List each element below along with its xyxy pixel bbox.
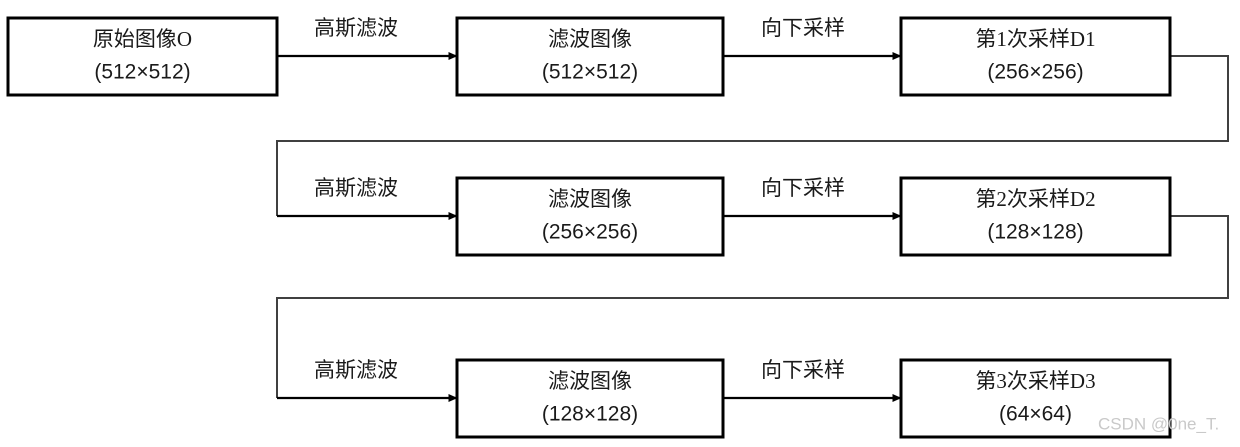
node-d3: 第3次采样D3 (64×64)	[899, 358, 1172, 439]
node-title-f2: 滤波图像	[548, 187, 632, 211]
node-group: 原始图像O (512×512) 滤波图像 (512×512) 第1次采样D1 (256×2…	[6, 16, 1172, 439]
node-title-o: 原始图像O	[93, 27, 192, 51]
node-o: 原始图像O (512×512)	[6, 16, 279, 97]
node-box-d1	[899, 16, 1172, 97]
node-dims-f1: (512×512)	[542, 61, 638, 84]
edge-label-e2: 向下采样	[761, 16, 845, 40]
node-f2: 滤波图像 (256×256)	[455, 176, 725, 257]
node-box-f2	[455, 176, 725, 257]
edge-label-e3: 高斯滤波	[314, 176, 398, 200]
node-box-d3	[899, 358, 1172, 439]
node-box-f3	[455, 358, 725, 439]
node-dims-f2: (256×256)	[542, 221, 638, 244]
connector-c2	[276, 215, 1229, 398]
node-title-f1: 滤波图像	[548, 27, 632, 51]
node-dims-d1: (256×256)	[987, 61, 1083, 84]
node-d1: 第1次采样D1 (256×256)	[899, 16, 1172, 97]
node-f1: 滤波图像 (512×512)	[455, 16, 725, 97]
node-dims-o: (512×512)	[94, 61, 190, 84]
csdn-watermark: CSDN @0ne_T.	[1098, 414, 1219, 433]
edge-group: 高斯滤波向下采样高斯滤波向下采样高斯滤波向下采样	[277, 16, 902, 402]
node-dims-d3: (64×64)	[999, 403, 1072, 426]
node-box-f1	[455, 16, 725, 97]
node-f3: 滤波图像 (128×128)	[455, 358, 725, 439]
node-title-d2: 第2次采样D2	[975, 187, 1095, 211]
node-dims-f3: (128×128)	[542, 403, 638, 426]
node-dims-d2: (128×128)	[987, 221, 1083, 244]
node-d2: 第2次采样D2 (128×128)	[899, 176, 1172, 257]
edge-label-e6: 向下采样	[761, 358, 845, 382]
node-box-d2	[899, 176, 1172, 257]
connector-group	[276, 55, 1229, 398]
node-box-o	[6, 16, 279, 97]
connector-c1	[276, 55, 1229, 216]
node-title-d1: 第1次采样D1	[975, 27, 1095, 51]
edge-label-e1: 高斯滤波	[314, 16, 398, 40]
edge-label-e5: 高斯滤波	[314, 358, 398, 382]
edge-label-e4: 向下采样	[761, 176, 845, 200]
node-title-d3: 第3次采样D3	[975, 369, 1095, 393]
node-title-f3: 滤波图像	[548, 369, 632, 393]
